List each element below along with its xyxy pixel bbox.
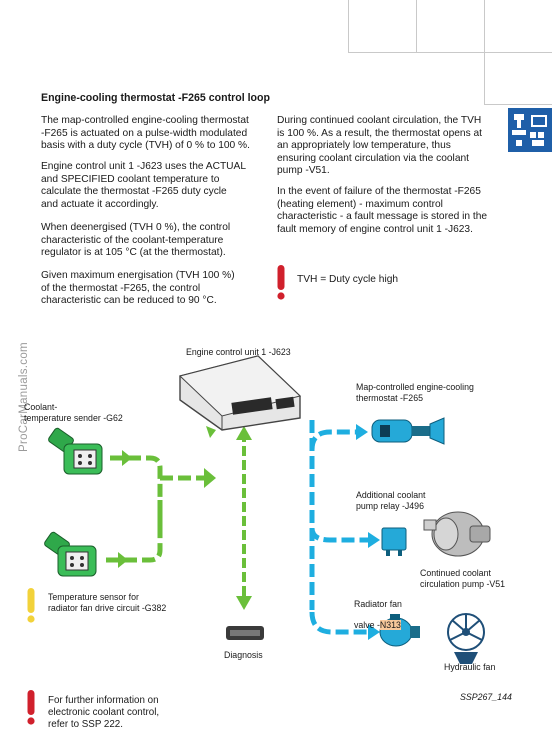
paragraph-max-energisation: Given maximum energisation (TVH 100 %) o… <box>41 270 235 307</box>
arrowhead-green-1 <box>122 450 132 466</box>
note-tvh: TVH = Duty cycle high <box>297 274 399 285</box>
footnote: For further information on electronic co… <box>48 695 160 730</box>
paragraph-pwm-actuation: The map-controlled engine-cooling thermo… <box>41 115 250 152</box>
diagnosis-connector-icon <box>226 626 264 640</box>
arrowhead-blue-n313 <box>368 624 380 640</box>
exclamation-red-footnote-icon <box>26 690 36 726</box>
exclamation-red-icon <box>276 265 286 301</box>
paragraph-failure: In the event of failure of the thermosta… <box>277 186 488 235</box>
label-relay-j496: Additional coolant pump relay -J496 <box>356 490 426 511</box>
label-diagnosis: Diagnosis <box>224 650 263 660</box>
header-grid-cell-3 <box>484 0 552 53</box>
label-thermostat-f265: Map-controlled engine-cooling thermostat… <box>356 382 474 403</box>
label-hydraulic-fan: Hydraulic fan <box>444 662 496 672</box>
pump-v51-illustration <box>423 511 491 557</box>
header-grid-cell-2 <box>416 0 485 53</box>
label-fan-valve-line2: valve - <box>354 619 380 630</box>
label-fan-valve-n313: Radiator fan valve -N313 <box>354 588 402 630</box>
hydraulic-fan-illustration <box>447 613 485 664</box>
arrowhead-green-2 <box>118 552 128 568</box>
label-sender-g62: Coolant- temperature sender -G62 <box>24 402 123 423</box>
ecu-j623-illustration <box>179 355 301 431</box>
paragraph-continued-circulation: During continued coolant circulation, th… <box>277 115 482 177</box>
label-sensor-g382: Temperature sensor for radiator fan driv… <box>48 592 167 613</box>
thermostat-f265-illustration <box>371 417 445 445</box>
relay-j496-illustration <box>381 527 407 556</box>
label-fan-valve-code: N313 <box>379 619 401 630</box>
header-grid-cell-4 <box>484 52 552 105</box>
cooling-system-chapter-icon <box>508 108 552 152</box>
arrowhead-green-3 <box>204 468 216 488</box>
exclamation-yellow-icon <box>26 588 36 624</box>
figure-code: SSP267_144 <box>460 692 512 702</box>
arrowhead-green-ecu <box>206 426 216 438</box>
paragraph-ecu-calculation: Engine control unit 1 -J623 uses the ACT… <box>41 161 246 210</box>
sensor-g382-illustration <box>44 531 97 577</box>
paragraph-deenergised: When deenergised (TVH 0 %), the control … <box>41 222 231 259</box>
arrowhead-blue-j496 <box>368 532 380 548</box>
header-grid-cell-1 <box>348 0 417 53</box>
arrowhead-blue-f265 <box>356 424 368 440</box>
label-fan-valve-line1: Radiator fan <box>354 598 402 609</box>
arrowhead-diag-up <box>236 426 252 440</box>
label-pump-v51: Continued coolant circulation pump -V51 <box>420 568 506 589</box>
sensor-g62-illustration <box>48 427 103 475</box>
signal-arrow-green-g62 <box>106 455 208 563</box>
label-ecu-j623: Engine control unit 1 -J623 <box>186 347 291 357</box>
arrowhead-diag-down <box>236 596 252 610</box>
section-heading: Engine-cooling thermostat -F265 control … <box>41 92 270 104</box>
